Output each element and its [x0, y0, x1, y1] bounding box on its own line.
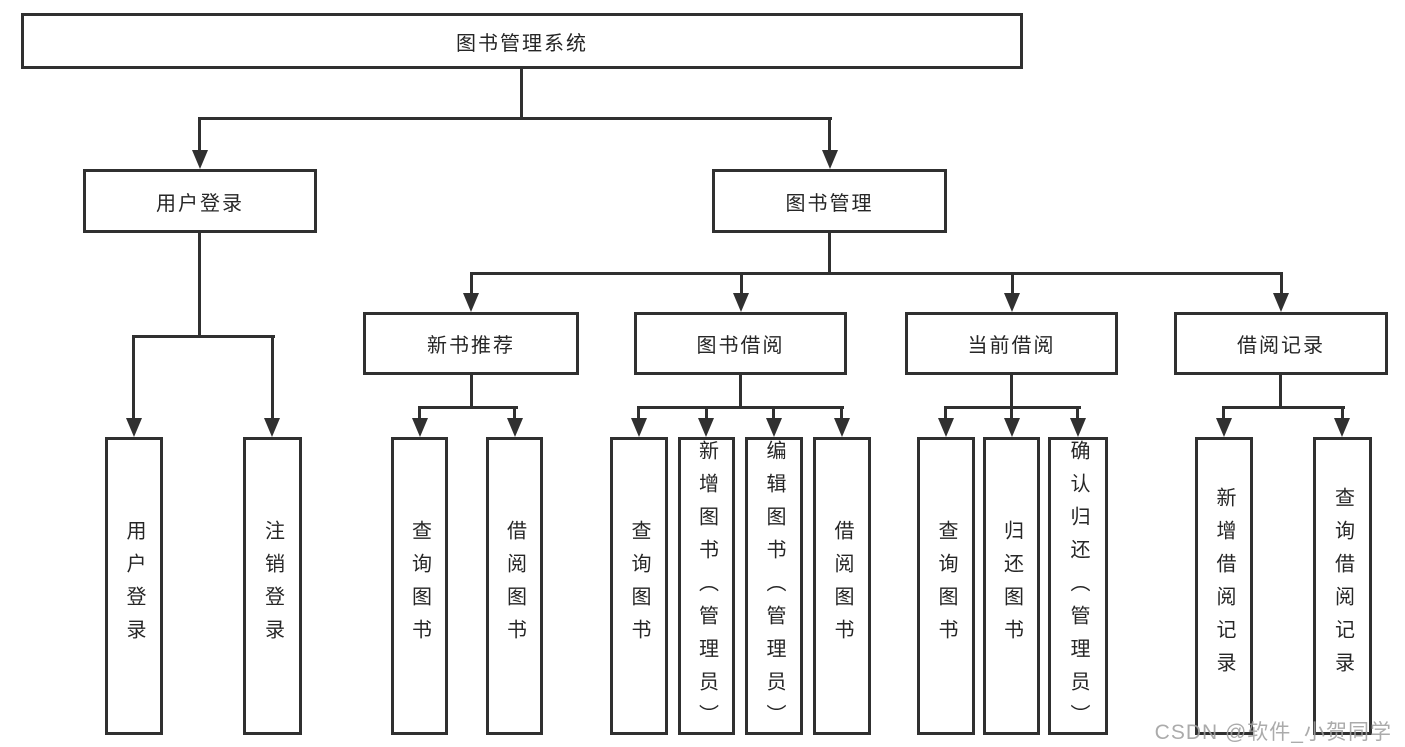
connector-line — [470, 375, 473, 409]
node-current-borrowing: 当前借阅 — [905, 312, 1118, 375]
connector-line — [637, 406, 844, 409]
node-book-borrowing: 图书借阅 — [634, 312, 847, 375]
connector-line — [705, 409, 708, 418]
leaf-logout-login: 注销登录 — [243, 437, 302, 735]
connector-line — [1010, 409, 1013, 418]
connector-line — [198, 233, 201, 338]
arrow-down-icon — [264, 418, 280, 437]
connector-line — [418, 406, 518, 409]
arrow-down-icon — [938, 418, 954, 437]
connector-line — [1279, 375, 1282, 409]
arrow-down-icon — [126, 418, 142, 437]
connector-line — [1341, 409, 1344, 418]
node-book-management: 图书管理 — [712, 169, 947, 233]
leaf-query-book-current: 查询图书 — [917, 437, 975, 735]
leaf-confirm-return-admin: 确认归还（管理员） — [1048, 437, 1108, 737]
node-library-management-system: 图书管理系统 — [21, 13, 1023, 69]
arrow-down-icon — [1004, 418, 1020, 437]
connector-line — [1011, 275, 1014, 293]
connector-line — [828, 120, 831, 150]
connector-line — [520, 69, 523, 120]
arrow-down-icon — [1334, 418, 1350, 437]
connector-line — [840, 409, 843, 418]
connector-line — [470, 272, 1283, 275]
arrow-down-icon — [1273, 293, 1289, 312]
arrow-down-icon — [1004, 293, 1020, 312]
node-user-login: 用户登录 — [83, 169, 317, 233]
connector-line — [418, 409, 421, 418]
connector-line — [1010, 375, 1013, 409]
leaf-borrow-book-recommend: 借阅图书 — [486, 437, 543, 735]
leaf-borrow-book: 借阅图书 — [813, 437, 871, 735]
connector-line — [470, 275, 473, 293]
arrow-down-icon — [463, 293, 479, 312]
leaf-add-book-admin: 新增图书（管理员） — [678, 437, 735, 737]
csdn-watermark: CSDN @软件_小贺同学 — [1154, 721, 1392, 744]
connector-line — [198, 117, 832, 120]
arrow-down-icon — [412, 418, 428, 437]
arrow-down-icon — [1216, 418, 1232, 437]
arrow-down-icon — [822, 150, 838, 169]
node-new-book-recommend: 新书推荐 — [363, 312, 579, 375]
leaf-edit-book-admin: 编辑图书（管理员） — [745, 437, 803, 737]
connector-line — [1222, 409, 1225, 418]
connector-line — [739, 375, 742, 409]
node-borrowing-records: 借阅记录 — [1174, 312, 1388, 375]
leaf-user-login: 用户登录 — [105, 437, 163, 735]
connector-line — [772, 409, 775, 418]
connector-line — [132, 335, 275, 338]
connector-line — [513, 409, 516, 418]
leaf-query-borrow-record: 查询借阅记录 — [1313, 437, 1372, 735]
arrow-down-icon — [631, 418, 647, 437]
connector-line — [1222, 406, 1345, 409]
leaf-add-borrow-record: 新增借阅记录 — [1195, 437, 1253, 735]
arrow-down-icon — [507, 418, 523, 437]
connector-line — [1280, 275, 1283, 293]
arrow-down-icon — [192, 150, 208, 169]
arrow-down-icon — [698, 418, 714, 437]
connector-line — [271, 338, 274, 418]
arrow-down-icon — [834, 418, 850, 437]
connector-line — [944, 406, 1081, 409]
connector-line — [740, 275, 743, 293]
arrow-down-icon — [733, 293, 749, 312]
connector-line — [1076, 409, 1079, 418]
leaf-query-book-recommend: 查询图书 — [391, 437, 448, 735]
connector-line — [637, 409, 640, 418]
arrow-down-icon — [766, 418, 782, 437]
arrow-down-icon — [1070, 418, 1086, 437]
leaf-return-book: 归还图书 — [983, 437, 1040, 735]
connector-line — [828, 233, 831, 275]
connector-line — [944, 409, 947, 418]
connector-line — [132, 338, 135, 418]
leaf-query-book-borrowing: 查询图书 — [610, 437, 668, 735]
connector-line — [198, 120, 201, 150]
